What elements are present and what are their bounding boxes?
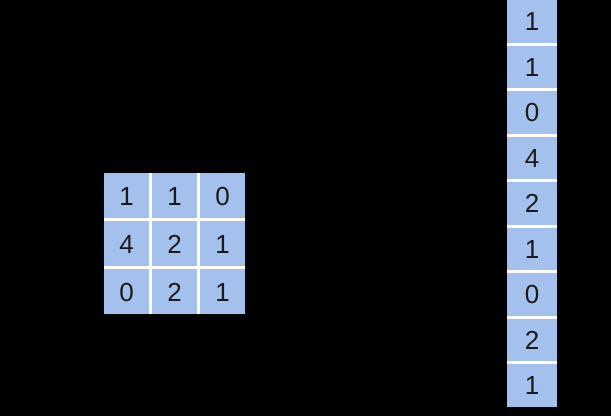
vector-cell: 1: [507, 0, 557, 43]
matrix-cell: 0: [104, 269, 149, 314]
matrix-cell: 0: [200, 173, 245, 218]
matrix-cell: 4: [104, 221, 149, 266]
vector-cell: 0: [507, 273, 557, 316]
matrix-cell: 1: [152, 173, 197, 218]
vector-cell: 2: [507, 182, 557, 225]
vector-cell: 1: [507, 364, 557, 407]
matrix-cell: 1: [200, 269, 245, 314]
matrix-cell: 1: [200, 221, 245, 266]
vector-cell: 1: [507, 227, 557, 270]
matrix-cell: 2: [152, 269, 197, 314]
vector-9x1: 1 1 0 4 2 1 0 2 1: [507, 0, 557, 407]
matrix-3x3: 1 1 0 4 2 1 0 2 1: [104, 173, 245, 314]
vector-cell: 2: [507, 318, 557, 361]
matrix-cell: 2: [152, 221, 197, 266]
vector-cell: 0: [507, 91, 557, 134]
matrix-cell: 1: [104, 173, 149, 218]
vector-cell: 1: [507, 45, 557, 88]
vector-cell: 4: [507, 136, 557, 179]
